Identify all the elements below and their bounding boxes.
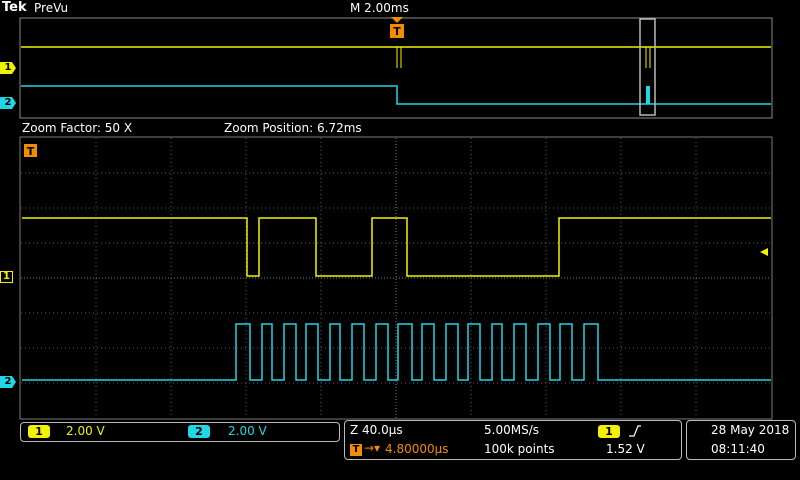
- acquisition-mode: PreVu: [34, 1, 69, 15]
- brand-logo: Tek: [2, 0, 27, 15]
- overview-ch2-burst: [646, 86, 650, 104]
- date-label: 28 May 2018: [711, 423, 790, 437]
- zoom-graticule-axes: [21, 138, 771, 418]
- timebase-label: M 2.00ms: [350, 1, 409, 15]
- zoom-position-label: Zoom Position: 6.72ms: [224, 121, 362, 135]
- overview-ch2-marker[interactable]: 2: [0, 97, 16, 109]
- acquisition-panel[interactable]: [344, 420, 682, 460]
- record-length: 100k points: [484, 442, 555, 456]
- trigger-level-arrow: [760, 248, 768, 256]
- trigger-level[interactable]: 1.52 V: [606, 442, 645, 456]
- overview-ch2-trace: [21, 85, 771, 105]
- trigger-source-badge[interactable]: 1: [598, 425, 620, 438]
- zoom-factor-label: Zoom Factor: 50 X: [22, 121, 133, 135]
- svg-text:T: T: [27, 145, 35, 158]
- ch1-scale[interactable]: 2.00 V: [66, 424, 105, 438]
- trigger-position-icon: T: [350, 444, 362, 456]
- time-label: 08:11:40: [711, 442, 765, 456]
- zoom-ch2-trace: [22, 323, 771, 381]
- zoom-window-box[interactable]: [639, 18, 656, 116]
- channel-scale-panel[interactable]: [20, 422, 340, 442]
- zoom-ch1-trace: [22, 217, 771, 277]
- zoom-ch2-marker[interactable]: 2: [0, 376, 16, 388]
- ch2-badge[interactable]: 2: [188, 425, 210, 438]
- zoom-trigger-marker: T: [24, 144, 37, 158]
- trigger-arrow-icon: →▾: [364, 441, 381, 455]
- sample-rate: 5.00MS/s: [484, 423, 539, 437]
- overview-ch1-marker[interactable]: 1: [0, 62, 16, 74]
- overview-ch1-pulses: [396, 47, 651, 68]
- overview-trigger-marker: T: [390, 17, 404, 38]
- rising-edge-icon: [629, 425, 641, 437]
- datetime-panel: [686, 420, 796, 460]
- zoom-horizontal-scale: Z 40.0µs: [350, 423, 403, 437]
- trigger-position[interactable]: 4.80000µs: [385, 442, 449, 456]
- zoom-frame: [19, 136, 773, 420]
- zoom-ch1-marker[interactable]: 1: [0, 271, 13, 283]
- ch2-scale[interactable]: 2.00 V: [228, 424, 267, 438]
- svg-text:T: T: [393, 25, 401, 38]
- ch1-badge[interactable]: 1: [28, 425, 50, 438]
